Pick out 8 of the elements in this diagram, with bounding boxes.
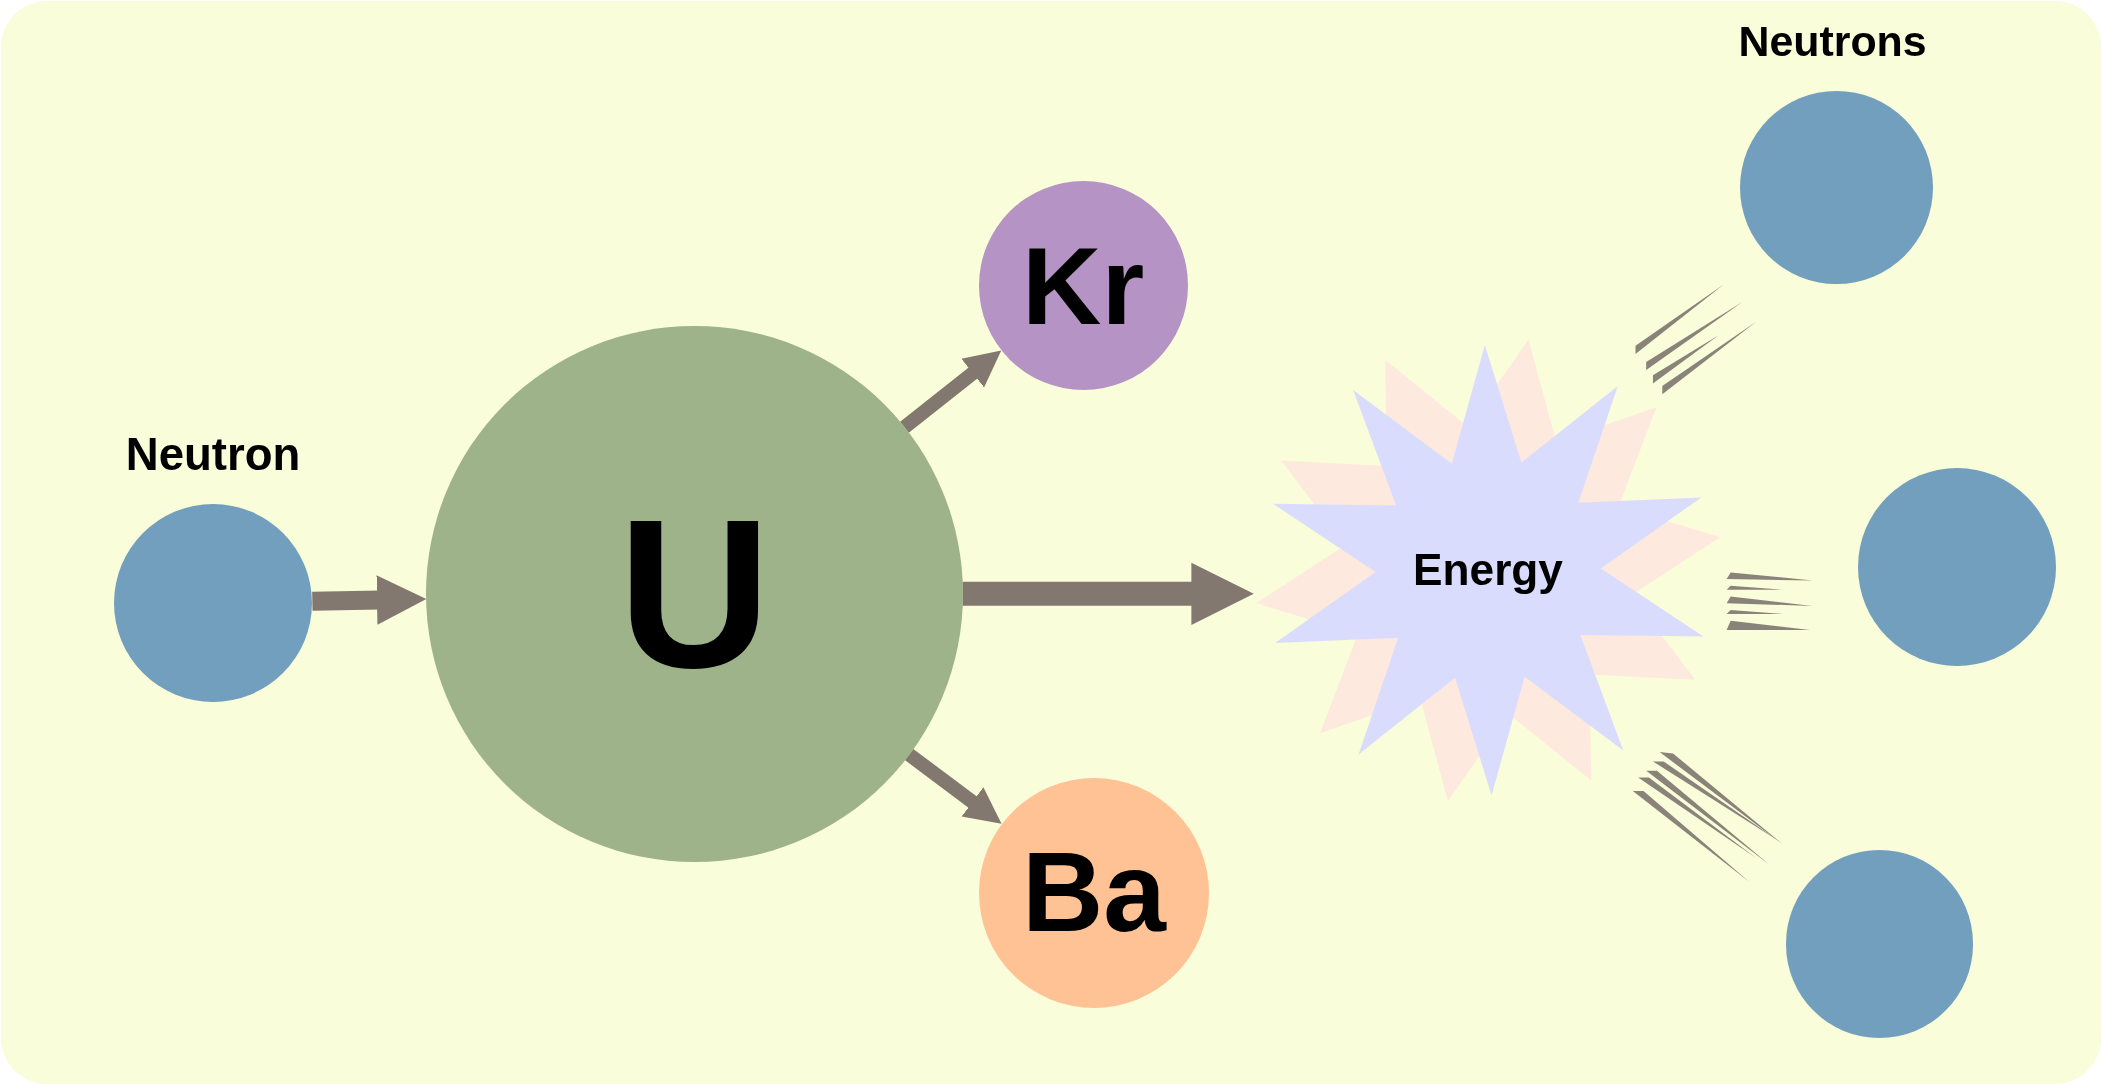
particle-label: Neutron	[125, 432, 301, 478]
particle-label: Neutrons	[1738, 20, 1927, 63]
element-symbol: U	[617, 487, 771, 700]
arrow	[312, 575, 427, 625]
arrow	[962, 562, 1254, 626]
element-symbol: Ba	[1021, 836, 1166, 950]
element-symbol: Kr	[1022, 230, 1145, 341]
energy-label: Energy	[1413, 547, 1563, 592]
